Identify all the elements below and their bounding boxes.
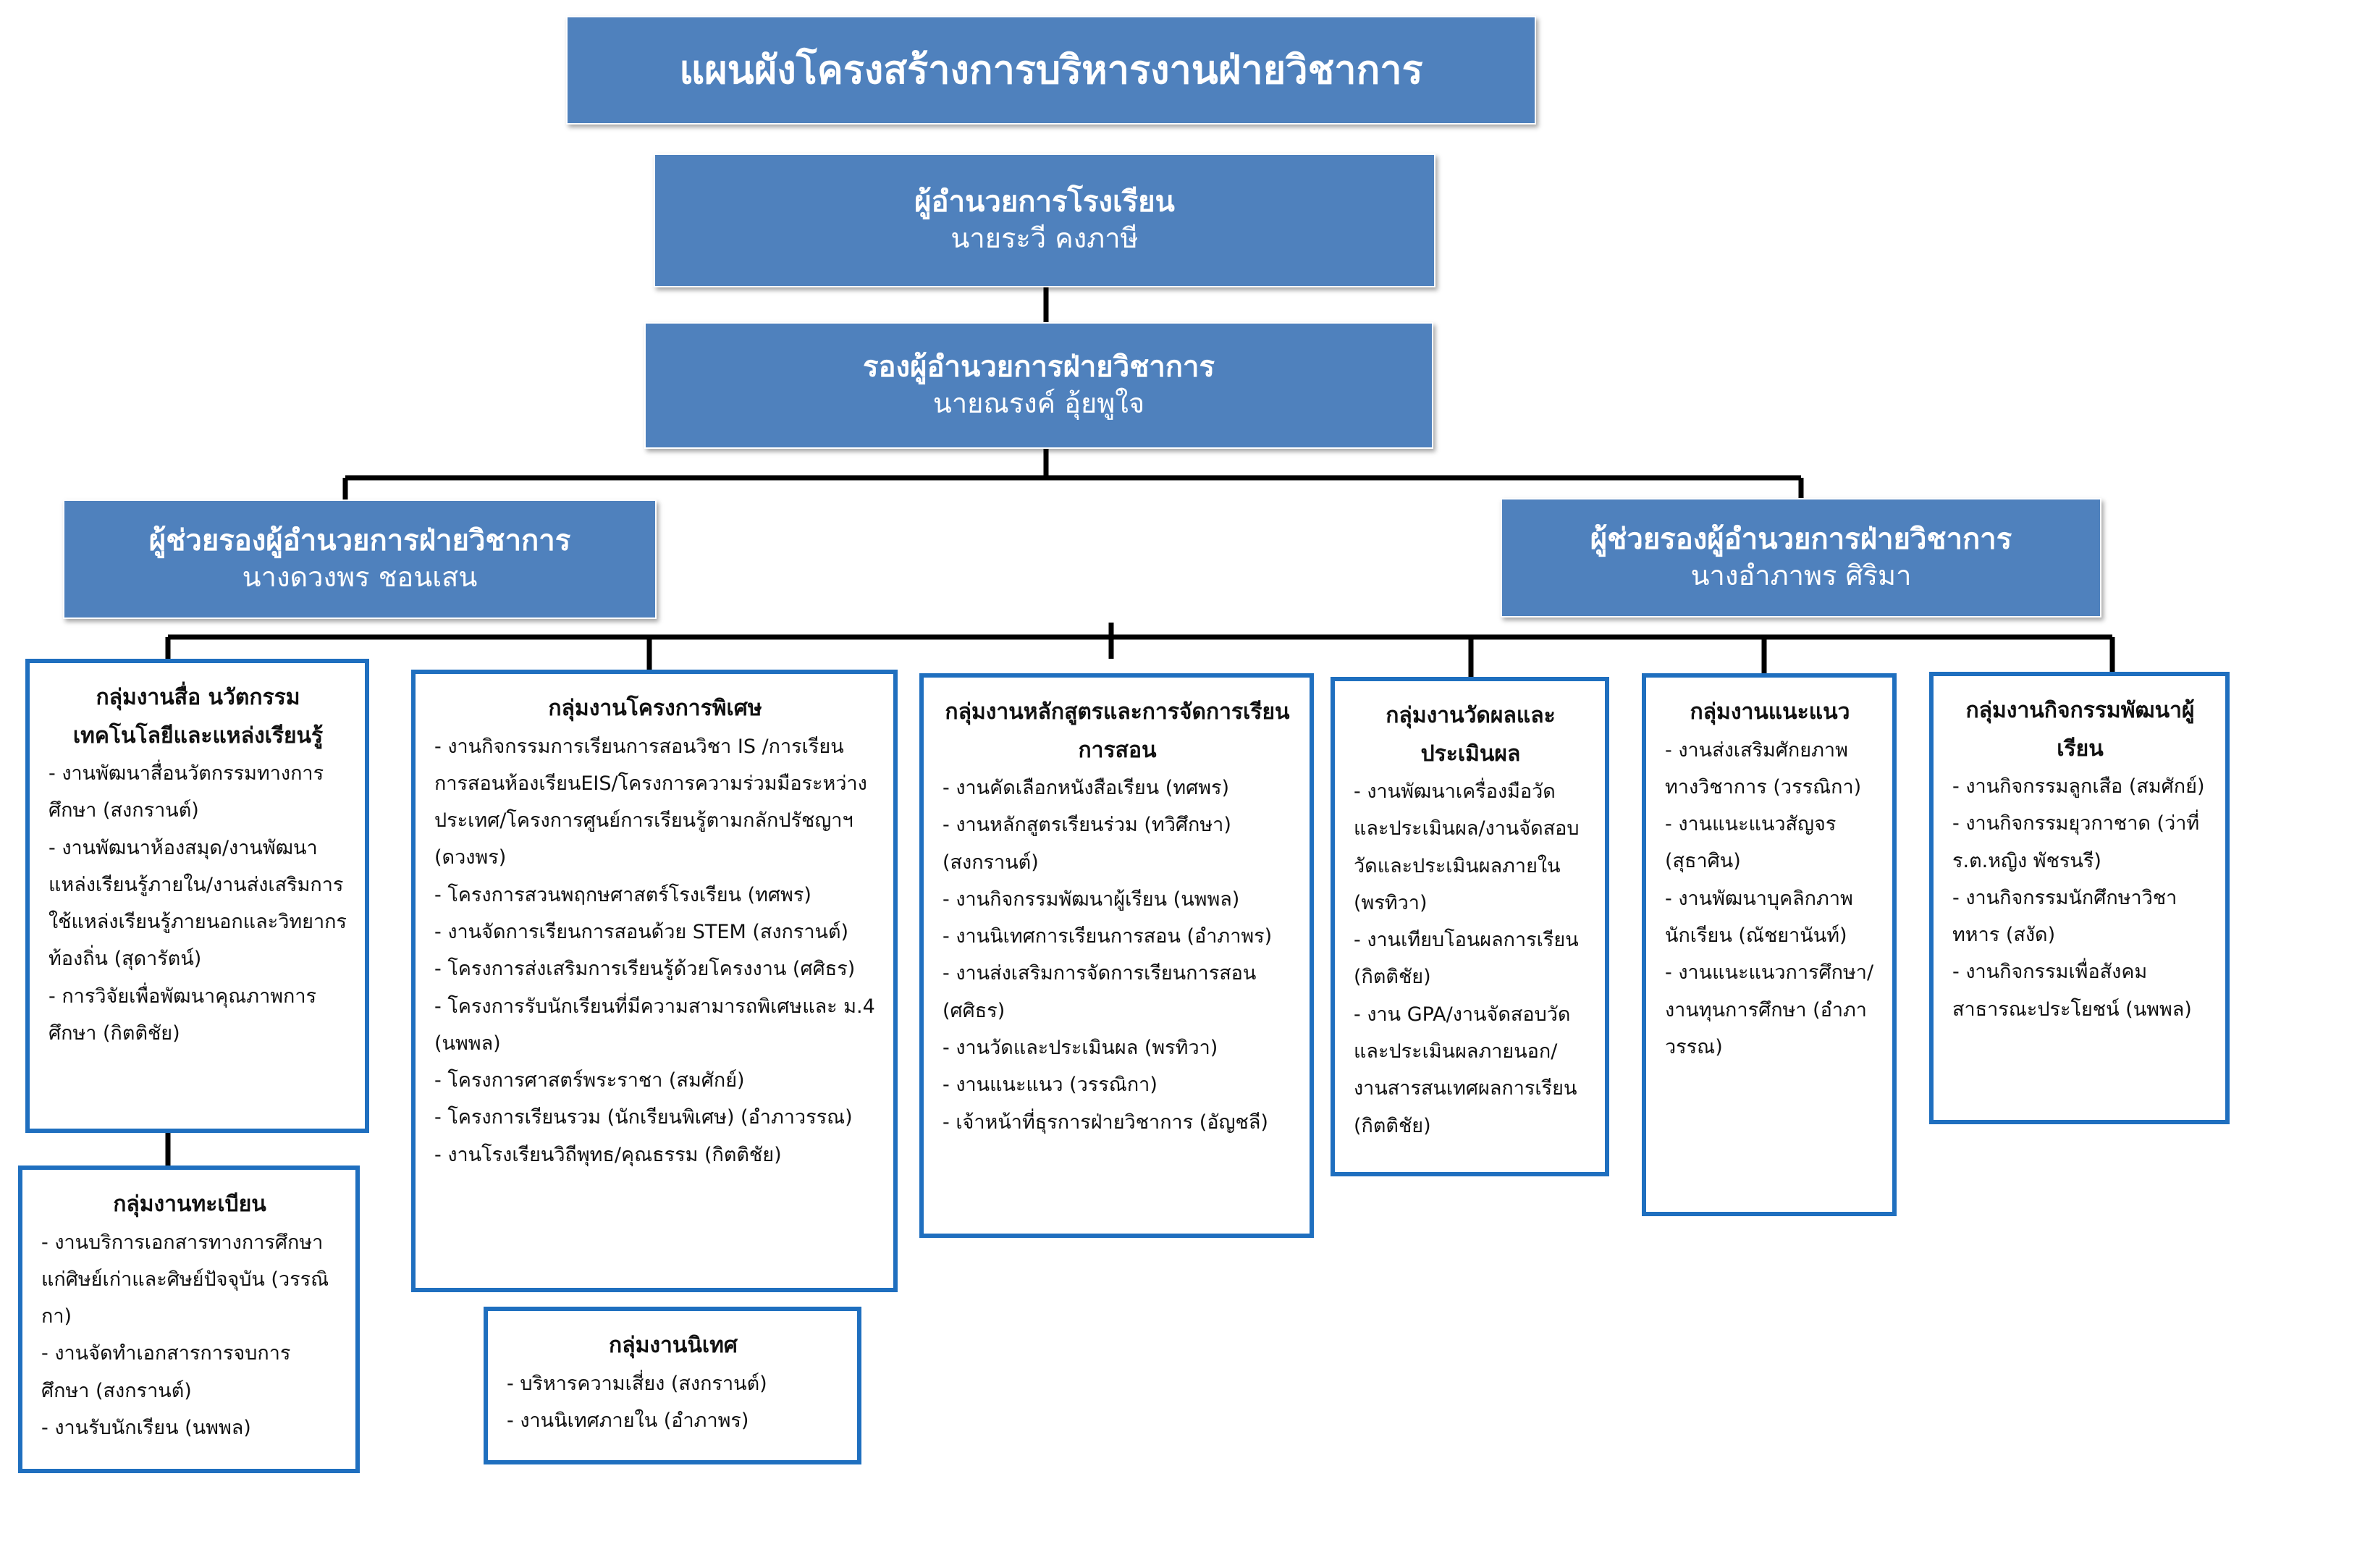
group-activities-list: - งานกิจกรรมลูกเสือ (สมศักย์) - งานกิจกร…	[1952, 768, 2208, 1028]
list-item: - งานกิจกรรมการเรียนการสอนวิชา IS /การเร…	[434, 735, 867, 869]
list-item: - งานกิจกรรมนักศึกษาวิชาทหาร (สงัด)	[1952, 886, 2177, 947]
list-item: - งานพัฒนาห้องสมุด/งานพัฒนาแหล่งเรียนรู้…	[49, 836, 347, 971]
list-item: - งานพัฒนาเครื่องมือวัดและประเมินผล/งานจ…	[1354, 780, 1580, 914]
list-item: - งานกิจกรรมยุวกาชาด (ว่าที่ร.ต.หญิง พัช…	[1952, 812, 2200, 872]
list-item: - บริหารความเสี่ยง (สงกรานต์)	[507, 1372, 767, 1395]
deputy-director-box: รองผู้อำนวยการฝ่ายวิชาการ นายณรงค์ อุ้ยพ…	[644, 322, 1433, 449]
group-media-title: กลุ่มงานสื่อ นวัตกรรม เทคโนโลยีและแหล่งเ…	[72, 685, 324, 749]
list-item: - งานพัฒนาสื่อนวัตกรรมทางการศึกษา (สงกรา…	[49, 762, 324, 822]
list-item: - โครงการรับนักเรียนที่มีความสามารถพิเศษ…	[434, 995, 875, 1055]
list-item: - เจ้าหน้าที่ธุรการฝ่ายวิชาการ (อัญชลี)	[943, 1110, 1268, 1134]
group-curriculum-list: - งานคัดเลือกหนังสือเรียน (ทศพร) - งานหล…	[943, 770, 1292, 1141]
list-item: - งานหลักสูตรเรียนร่วม (ทวิศึกษา) (สงกรา…	[943, 814, 1231, 874]
list-item: - งานนิเทศภายใน (อำภาพร)	[507, 1409, 749, 1432]
group-assessment-box: กลุ่มงานวัดผลและประเมินผล - งานพัฒนาเครื…	[1331, 677, 1609, 1176]
list-item: - งานแนะแนวสัญจร (สุธาศิน)	[1665, 813, 1837, 873]
group-guidance-title: กลุ่มงานแนะแนว	[1690, 699, 1850, 725]
list-item: - งานเทียบโอนผลการเรียน (กิตติชัย)	[1354, 929, 1579, 989]
list-item: - โครงการสวนพฤกษศาสตร์โรงเรียน (ทศพร)	[434, 883, 811, 906]
list-item: - งานส่งเสริมการจัดการเรียนการสอน (ศศิธร…	[943, 962, 1257, 1022]
list-item: - งานกิจกรรมลูกเสือ (สมศักย์)	[1952, 775, 2205, 798]
director-box: ผู้อำนวยการโรงเรียน นายระวี คงภาษี	[654, 153, 1435, 287]
list-item: - งานนิเทศการเรียนการสอน (อำภาพร)	[943, 925, 1273, 948]
group-media-box: กลุ่มงานสื่อ นวัตกรรม เทคโนโลยีและแหล่งเ…	[25, 659, 369, 1133]
group-registration-list: - งานบริการเอกสารทางการศึกษาแก่ศิษย์เก่า…	[41, 1224, 338, 1447]
list-item: - งานจัดทำเอกสารการจบการศึกษา (สงกรานต์)	[41, 1342, 291, 1402]
assistant-right-box: ผู้ช่วยรองผู้อำนวยการฝ่ายวิชาการ นางอำภา…	[1501, 498, 2101, 617]
list-item: - โครงการศาสตร์พระราชา (สมศักย์)	[434, 1069, 745, 1092]
list-item: - งานวัดและประเมินผล (พรทิวา)	[943, 1037, 1218, 1060]
list-item: - งานจัดการเรียนการสอนด้วย STEM (สงกรานต…	[434, 920, 849, 943]
list-item: - งานกิจกรรมเพื่อสังคมสาธารณะประโยชน์ (น…	[1952, 961, 2192, 1021]
group-special-list: - งานกิจกรรมการเรียนการสอนวิชา IS /การเร…	[434, 728, 876, 1174]
list-item: - โครงการส่งเสริมการเรียนรู้ด้วยโครงงาน …	[434, 958, 856, 981]
group-special-box: กลุ่มงานโครงการพิเศษ - งานกิจกรรมการเรีย…	[411, 670, 898, 1292]
list-item: - งานบริการเอกสารทางการศึกษาแก่ศิษย์เก่า…	[41, 1231, 329, 1328]
list-item: - งานส่งเสริมศักยภาพทางวิชาการ (วรรณิกา)	[1665, 738, 1862, 798]
director-name: นายระวี คงภาษี	[950, 222, 1139, 254]
assistant-right-role: ผู้ช่วยรองผู้อำนวยการฝ่ายวิชาการ	[1590, 522, 2012, 556]
assistant-left-box: ผู้ช่วยรองผู้อำนวยการฝ่ายวิชาการ นางดวงพ…	[63, 500, 657, 619]
list-item: - งานพัฒนาบุคลิกภาพนักเรียน (ณัชยานันท์)	[1665, 887, 1853, 947]
group-registration-box: กลุ่มงานทะเบียน - งานบริการเอกสารทางการศ…	[18, 1166, 360, 1473]
group-supervision-title: กลุ่มงานนิเทศ	[609, 1333, 738, 1358]
list-item: - งานคัดเลือกหนังสือเรียน (ทศพร)	[943, 777, 1230, 799]
group-assessment-list: - งานพัฒนาเครื่องมือวัดและประเมินผล/งานจ…	[1354, 773, 1588, 1145]
group-supervision-list: - บริหารความเสี่ยง (สงกรานต์) - งานนิเทศ…	[507, 1365, 840, 1440]
list-item: - การวิจัยเพื่อพัฒนาคุณภาพการศึกษา (กิตต…	[49, 985, 317, 1045]
deputy-role: รองผู้อำนวยการฝ่ายวิชาการ	[863, 350, 1215, 384]
group-media-list: - งานพัฒนาสื่อนวัตกรรมทางการศึกษา (สงกรา…	[49, 755, 347, 1052]
group-curriculum-box: กลุ่มงานหลักสูตรและการจัดการเรียนการสอน …	[919, 673, 1314, 1238]
chart-title-box: แผนผังโครงสร้างการบริหารงานฝ่ายวิชาการ	[566, 16, 1536, 125]
list-item: - งานรับนักเรียน (นพพล)	[41, 1416, 251, 1439]
group-guidance-box: กลุ่มงานแนะแนว - งานส่งเสริมศักยภาพทางวิ…	[1642, 673, 1897, 1216]
group-guidance-list: - งานส่งเสริมศักยภาพทางวิชาการ (วรรณิกา)…	[1665, 732, 1875, 1066]
group-activities-title: กลุ่มงานกิจกรรมพัฒนาผู้เรียน	[1965, 698, 2195, 762]
list-item: - งานโรงเรียนวิถีพุทธ/คุณธรรม (กิตติชัย)	[434, 1143, 782, 1166]
group-curriculum-title: กลุ่มงานหลักสูตรและการจัดการเรียนการสอน	[945, 699, 1290, 763]
deputy-name: นายณรงค์ อุ้ยพูใจ	[932, 387, 1145, 419]
chart-title: แผนผังโครงสร้างการบริหารงานฝ่ายวิชาการ	[679, 47, 1423, 93]
list-item: - งาน GPA/งานจัดสอบวัดและประเมินผลภายนอก…	[1354, 1003, 1577, 1137]
director-role: ผู้อำนวยการโรงเรียน	[914, 185, 1175, 219]
list-item: - งานกิจกรรมพัฒนาผู้เรียน (นพพล)	[943, 888, 1240, 911]
assistant-left-role: ผู้ช่วยรองผู้อำนวยการฝ่ายวิชาการ	[148, 523, 571, 557]
group-assessment-title: กลุ่มงานวัดผลและประเมินผล	[1386, 703, 1556, 767]
list-item: - โครงการเรียนรวม (นักเรียนพิเศษ) (อำภาว…	[434, 1106, 853, 1129]
assistant-left-name: นางดวงพร ชอนเสน	[242, 560, 478, 593]
group-special-title: กลุ่มงานโครงการพิเศษ	[548, 696, 762, 721]
list-item: - งานแนะแนวการศึกษา/งานทุนการศึกษา (อำภา…	[1665, 961, 1874, 1058]
assistant-right-name: นางอำภาพร ศิริมา	[1690, 559, 1912, 591]
list-item: - งานแนะแนว (วรรณิกา)	[943, 1074, 1158, 1097]
group-registration-title: กลุ่มงานทะเบียน	[113, 1192, 266, 1217]
group-supervision-box: กลุ่มงานนิเทศ - บริหารความเสี่ยง (สงกราน…	[484, 1307, 861, 1464]
group-activities-box: กลุ่มงานกิจกรรมพัฒนาผู้เรียน - งานกิจกรร…	[1929, 672, 2230, 1124]
